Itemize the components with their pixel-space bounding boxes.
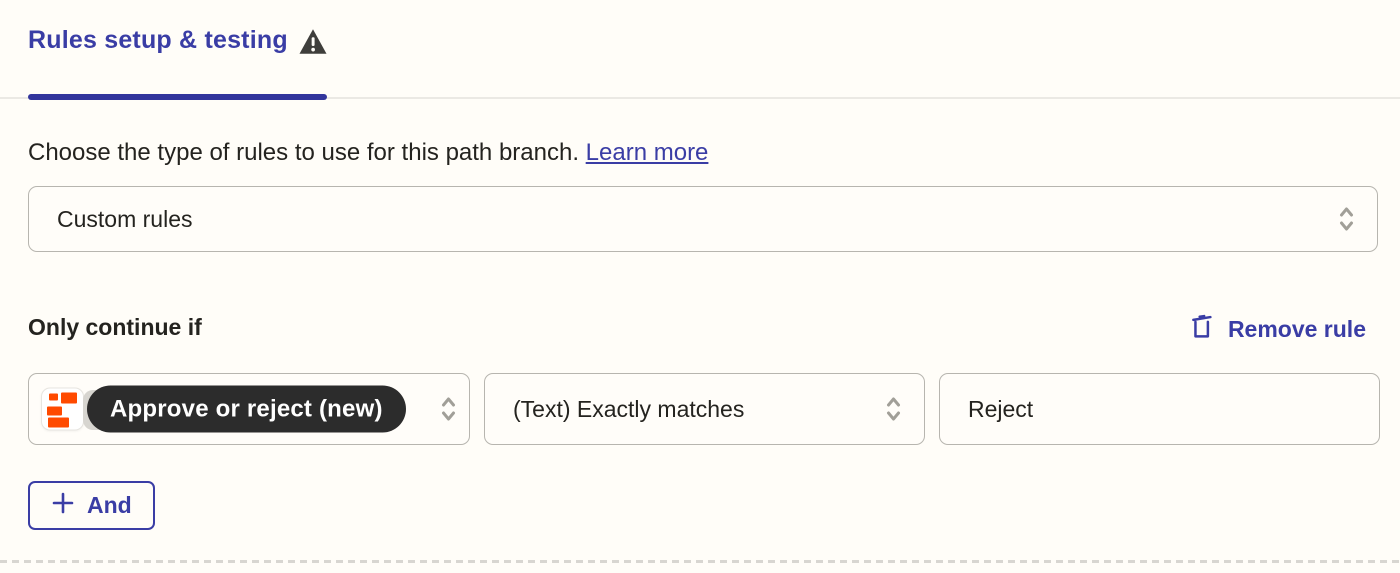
rule-type-select[interactable]: Custom rules — [28, 186, 1378, 252]
remove-rule-button[interactable]: Remove rule — [1190, 308, 1366, 350]
tab-rules-setup-testing[interactable]: Rules setup & testing — [28, 26, 328, 55]
field-token-label: Approve or reject (new) — [110, 395, 383, 422]
field-token-pill: Approve or reject (new) — [87, 385, 406, 433]
approval-app-icon — [41, 387, 84, 431]
rule-type-selected-value: Custom rules — [57, 205, 193, 232]
and-button-label: And — [87, 492, 132, 518]
tab-label: Rules setup & testing — [28, 26, 288, 54]
only-continue-if-heading: Only continue if — [28, 314, 202, 340]
section-divider-dashed — [0, 560, 1400, 563]
condition-value-input[interactable] — [939, 373, 1380, 445]
warning-icon — [298, 28, 328, 55]
tab-divider-line — [0, 97, 1400, 99]
chevron-up-down-icon — [885, 395, 902, 423]
description: Choose the type of rules to use for this… — [28, 139, 708, 167]
condition-field-select[interactable]: Approve or reject (new) — [28, 373, 470, 445]
active-tab-underline — [28, 94, 327, 100]
condition-row: Approve or reject (new) (Text) Exactly m… — [28, 373, 1380, 445]
trash-icon — [1190, 312, 1215, 346]
condition-operator-select[interactable]: (Text) Exactly matches — [484, 373, 925, 445]
remove-rule-label: Remove rule — [1227, 315, 1366, 342]
learn-more-link[interactable]: Learn more — [585, 139, 709, 166]
chevron-up-down-icon — [1338, 205, 1355, 233]
operator-selected-value: (Text) Exactly matches — [513, 395, 745, 422]
description-text: Choose the type of rules to use for this… — [28, 139, 586, 166]
add-and-condition-button[interactable]: And — [28, 481, 155, 530]
chevron-up-down-icon — [440, 395, 457, 423]
plus-icon — [51, 491, 75, 521]
